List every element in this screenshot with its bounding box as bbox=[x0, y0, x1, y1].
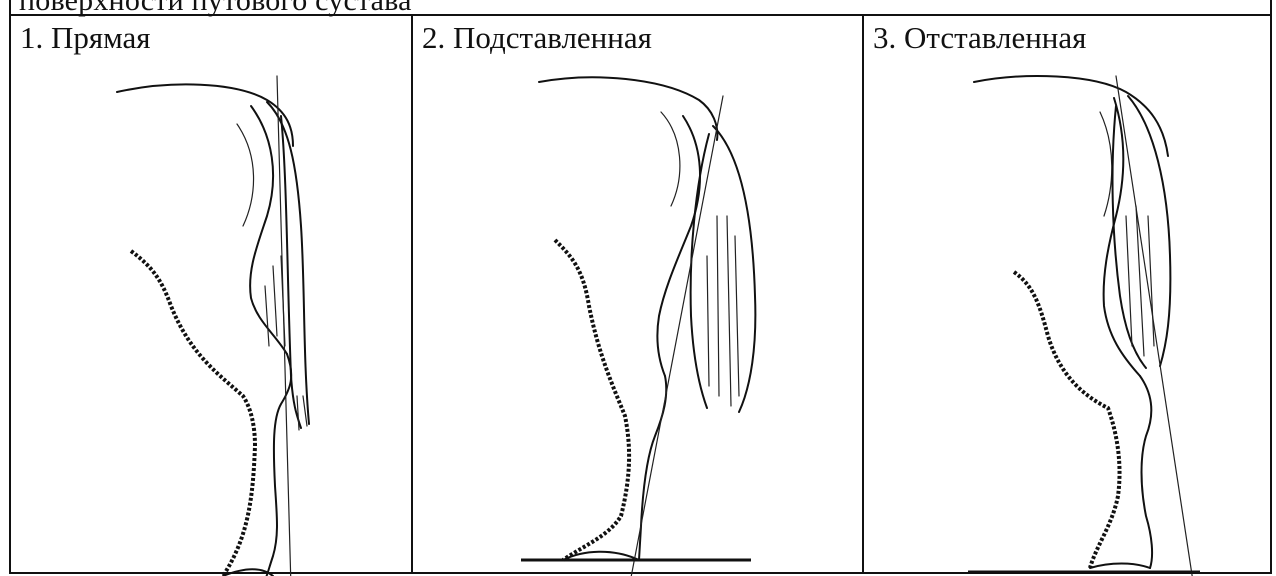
croup-outline bbox=[974, 76, 1168, 156]
panel-under-placed: 2. Подставленная bbox=[413, 16, 864, 572]
thigh-muscle-line bbox=[1100, 112, 1112, 216]
rear-leg-contour bbox=[1140, 376, 1152, 568]
straight-hind-leg-drawing bbox=[11, 16, 411, 576]
tail-outline bbox=[713, 126, 755, 412]
thigh-muscle-line bbox=[661, 112, 680, 206]
front-leg-contour bbox=[555, 240, 629, 560]
hoof-outline bbox=[223, 569, 273, 576]
hoof-outline bbox=[1090, 564, 1150, 569]
front-leg-contour bbox=[1014, 272, 1120, 568]
tail-inner-line bbox=[691, 134, 709, 408]
front-leg-contour bbox=[131, 251, 255, 576]
over-placed-hind-leg-drawing bbox=[864, 16, 1276, 576]
panel-straight: 1. Прямая bbox=[11, 16, 413, 572]
thigh-muscle-line bbox=[237, 124, 254, 226]
tail-hair-strands bbox=[1126, 206, 1154, 356]
tail-hair-strands bbox=[707, 216, 739, 406]
panel-over-placed: 3. Отставленная bbox=[864, 16, 1270, 572]
figure-table: поверхности путового сустава 1. Прямая 2… bbox=[9, 0, 1272, 574]
thigh-outline bbox=[657, 116, 700, 376]
rear-leg-contour bbox=[639, 376, 666, 560]
under-placed-hind-leg-drawing bbox=[413, 16, 862, 576]
